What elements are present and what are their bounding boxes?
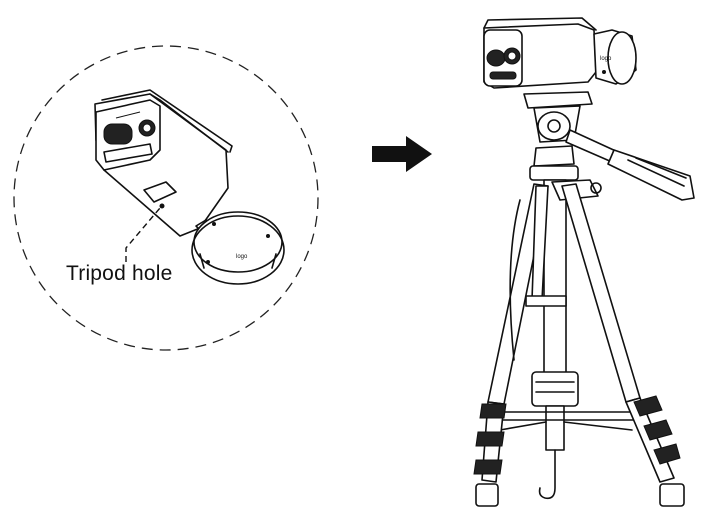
tripod-leg-right [561,183,641,403]
right-arrow-icon [372,136,432,172]
dashed-detail-circle [13,45,319,351]
callout-leader-line [125,207,161,262]
detail-callout: logo [13,45,319,351]
svg-text:logo: logo [600,56,612,62]
camera-bottom-view: logo [94,89,285,285]
tripod-legs [473,183,685,507]
camera-on-tripod: logo [473,17,695,507]
tripod-hole [159,203,165,209]
camera-body: logo [483,17,637,89]
leg-spreader [497,411,637,431]
svg-text:logo: logo [236,254,248,260]
tripod-head [523,91,695,201]
tripod-hole-plate [143,181,177,203]
tripod-center-column [531,179,602,500]
tripod-hole-label: Tripod hole [66,262,173,285]
